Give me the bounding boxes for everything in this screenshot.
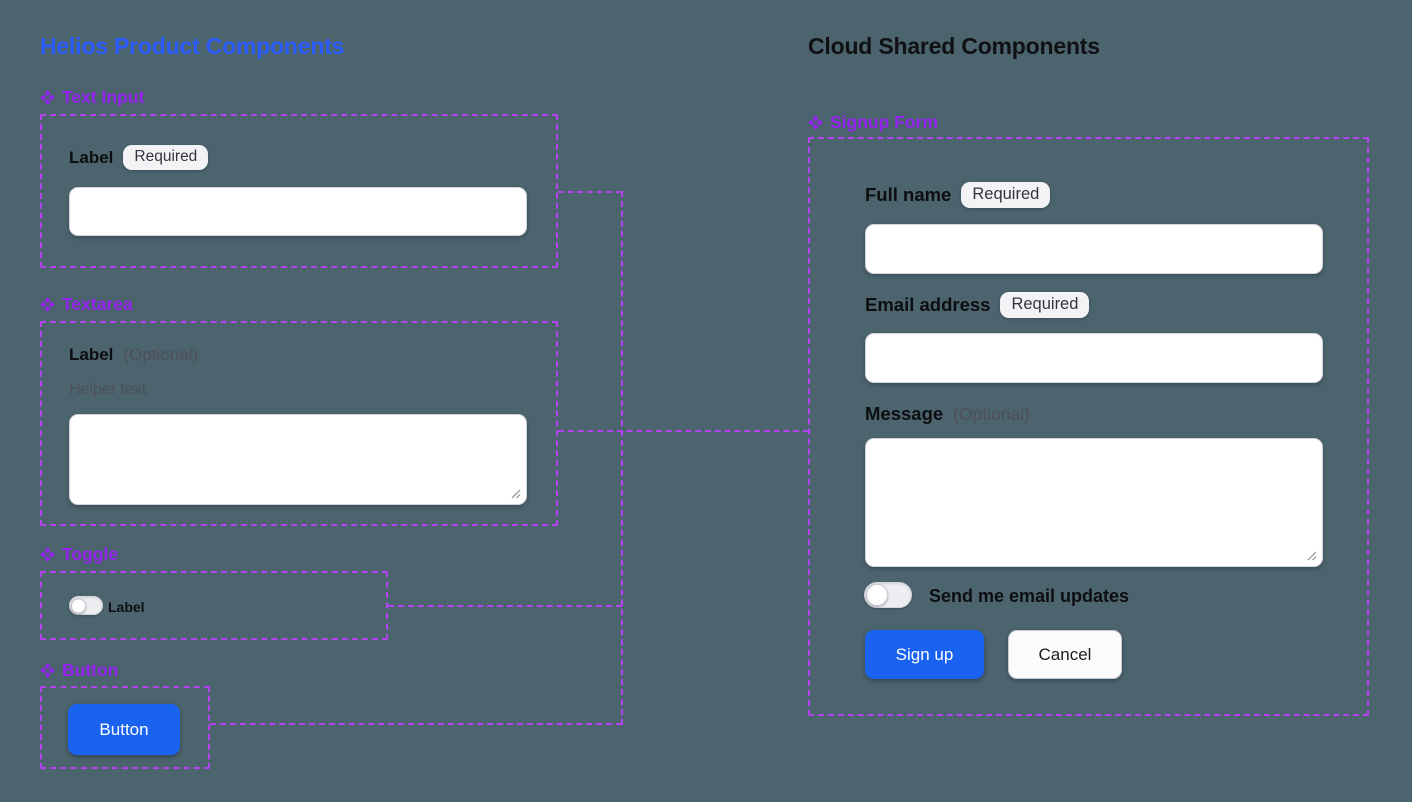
optional-hint: (Optional) — [953, 403, 1030, 424]
textarea-field[interactable] — [69, 414, 527, 505]
component-header-toggle: Toggle — [40, 544, 118, 565]
text-input-label: Label — [69, 147, 114, 167]
email-input[interactable] — [865, 333, 1323, 383]
connector-button — [210, 723, 622, 725]
signup-form-frame: Full name Required Email address Require… — [808, 137, 1369, 716]
component-diamond-icon — [40, 297, 55, 312]
component-header-textarea: Textarea — [40, 294, 133, 315]
required-badge: Required — [961, 182, 1051, 208]
toggle-component-frame: Label — [40, 571, 388, 640]
connector-text-input — [558, 191, 622, 193]
toggle-knob — [71, 598, 86, 613]
toggle-switch[interactable] — [69, 596, 103, 615]
email-label: Email address — [865, 294, 991, 315]
left-section-title: Helios Product Components — [40, 33, 345, 59]
message-label: Message — [865, 403, 944, 424]
component-diamond-icon — [40, 90, 55, 105]
email-updates-label: Send me email updates — [929, 586, 1130, 606]
component-header-signup-form: Signup Form — [808, 112, 938, 133]
toggle-label: Label — [108, 599, 145, 615]
sample-button[interactable]: Button — [68, 704, 180, 755]
component-header-button: Button — [40, 660, 118, 681]
full-name-input[interactable] — [865, 224, 1323, 274]
sign-up-button[interactable]: Sign up — [865, 630, 984, 679]
component-header-text-input: Text Input — [40, 87, 144, 108]
component-diamond-icon — [40, 663, 55, 678]
component-name: Toggle — [62, 544, 119, 564]
connector-trunk — [621, 191, 623, 725]
required-badge: Required — [1000, 292, 1090, 318]
email-updates-toggle[interactable] — [864, 582, 912, 608]
button-component-frame: Button — [40, 686, 210, 769]
component-name: Textarea — [62, 294, 133, 314]
helper-text: Helper text — [69, 381, 147, 398]
cancel-button[interactable]: Cancel — [1008, 630, 1122, 679]
text-input-component-frame: Label Required — [40, 114, 558, 268]
component-diamond-icon — [808, 115, 823, 130]
component-name: Button — [62, 660, 119, 680]
text-input-field[interactable] — [69, 187, 527, 236]
full-name-label: Full name — [865, 184, 952, 205]
textarea-label: Label — [69, 345, 114, 364]
component-name: Signup Form — [830, 112, 938, 132]
connector-textarea-to-form — [558, 430, 809, 432]
right-section-title: Cloud Shared Components — [808, 33, 1100, 59]
toggle-knob — [866, 584, 888, 606]
component-name: Text Input — [62, 87, 145, 107]
textarea-component-frame: Label (Optional) Helper text — [40, 321, 558, 526]
message-textarea[interactable] — [865, 438, 1323, 567]
connector-toggle — [388, 605, 622, 607]
required-badge: Required — [123, 145, 209, 170]
optional-hint: (Optional) — [123, 345, 199, 364]
component-diamond-icon — [40, 547, 55, 562]
